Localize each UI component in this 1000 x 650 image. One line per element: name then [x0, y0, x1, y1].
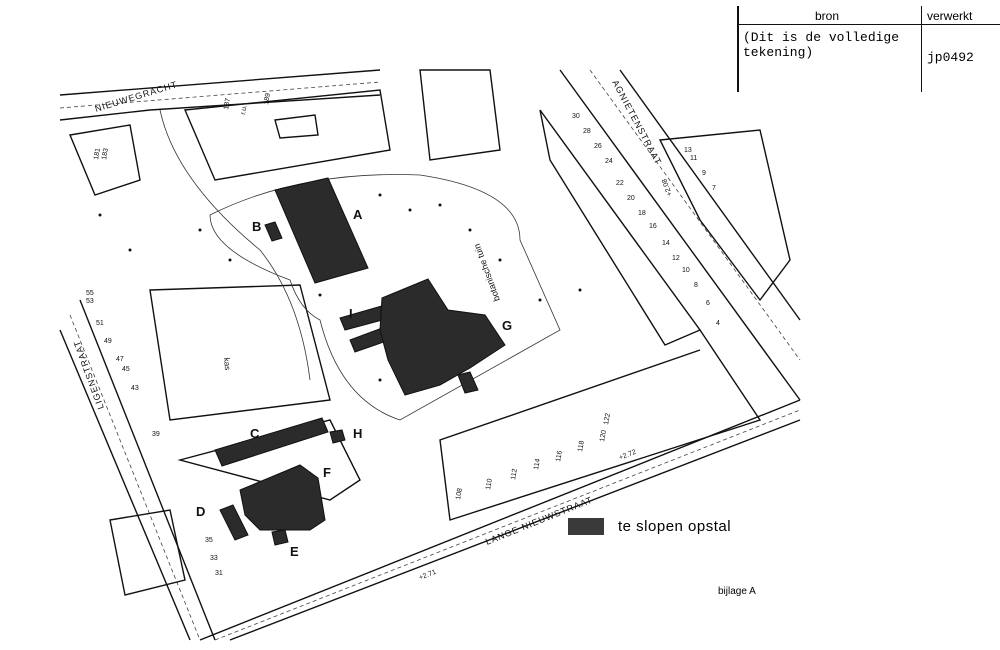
house-number: 33 — [210, 555, 218, 562]
house-number: 55 — [86, 290, 94, 297]
building-b[interactable] — [264, 221, 283, 242]
house-number: 122 — [603, 413, 612, 426]
house-number: 114 — [533, 458, 542, 470]
label-c: C — [250, 426, 260, 441]
source-value: (Dit is de volledige tekening) — [743, 30, 900, 60]
building-e[interactable] — [271, 529, 289, 546]
building-d[interactable] — [219, 504, 249, 541]
house-number: 118 — [577, 440, 586, 452]
greenhouse-label: kas — [222, 357, 232, 370]
house-number: 189 — [263, 93, 272, 106]
house-number: 110 — [485, 478, 494, 490]
label-d: D — [196, 504, 205, 519]
street-agnietenstraat: AGNIETENSTRAAT — [610, 78, 663, 166]
house-number: 11 — [690, 155, 697, 162]
house-number: 39 — [152, 431, 160, 438]
house-number: 187 — [223, 98, 232, 111]
building-h[interactable] — [329, 429, 346, 444]
table-header-rule — [737, 24, 1000, 25]
label-a: A — [353, 207, 363, 222]
house-number: 24 — [605, 158, 613, 165]
garden-label: botanische tuin — [472, 242, 502, 302]
building-c[interactable] — [214, 417, 329, 467]
house-number: 120 — [599, 430, 608, 443]
house-number: 22 — [616, 180, 624, 187]
house-number: 51 — [96, 320, 104, 327]
elevation-208: +2.08 — [661, 178, 674, 197]
label-b: B — [252, 219, 261, 234]
street-lines — [59, 69, 801, 641]
building-labels: A B C D E F G H I — [196, 207, 512, 559]
house-number: 12 — [672, 255, 680, 262]
house-number: 181 — [93, 148, 102, 161]
house-number: 112 — [510, 468, 519, 480]
house-number: r.u. — [240, 104, 249, 115]
header-source: bron — [815, 9, 840, 23]
house-number: 43 — [131, 385, 139, 392]
label-h: H — [353, 426, 362, 441]
house-number: 18 — [638, 210, 646, 217]
label-g: G — [502, 318, 512, 333]
house-numbers: 181 183 187 189 r.u. 30 28 26 24 22 20 1… — [86, 93, 720, 577]
label-e: E — [290, 544, 299, 559]
source-table: bron verwerkt (Dit is de volledige teken… — [735, 0, 1000, 92]
legend: te slopen opstal — [568, 518, 731, 535]
house-number: 14 — [662, 240, 670, 247]
building-g-annex[interactable] — [457, 371, 479, 394]
label-i: I — [349, 306, 353, 321]
table-border-left — [737, 6, 739, 92]
house-number: 26 — [594, 143, 602, 150]
appendix-label: bijlage A — [718, 586, 756, 597]
house-number: 49 — [104, 338, 112, 345]
house-number: 8 — [694, 282, 698, 289]
house-number: 28 — [583, 128, 591, 135]
header-processed: verwerkt — [927, 9, 973, 23]
house-number: 6 — [706, 300, 710, 307]
legend-swatch — [568, 518, 604, 535]
house-number: 183 — [101, 148, 110, 161]
building-a[interactable] — [274, 177, 369, 284]
house-number: 31 — [215, 570, 223, 577]
house-number: 16 — [649, 223, 657, 230]
house-number: 7 — [712, 185, 716, 192]
demolition-buildings — [214, 177, 506, 546]
building-g[interactable] — [379, 278, 506, 396]
house-number: 30 — [572, 113, 580, 120]
elevation-271: +2.71 — [418, 569, 437, 582]
legend-label: te slopen opstal — [618, 518, 732, 535]
house-number: 10 — [682, 267, 690, 274]
house-number: 47 — [116, 356, 124, 363]
house-number: 116 — [555, 450, 564, 462]
table-divider — [921, 6, 922, 92]
house-number: 20 — [627, 195, 635, 202]
house-number: 9 — [702, 170, 706, 177]
processed-value: jp0492 — [927, 50, 974, 65]
house-number: 13 — [684, 147, 692, 154]
house-number: 53 — [86, 298, 94, 305]
house-number: 35 — [205, 537, 213, 544]
house-number: 4 — [716, 320, 720, 327]
label-f: F — [323, 465, 331, 480]
house-number: 108 — [455, 488, 464, 501]
house-number: 45 — [122, 366, 130, 373]
building-f[interactable] — [239, 464, 326, 531]
